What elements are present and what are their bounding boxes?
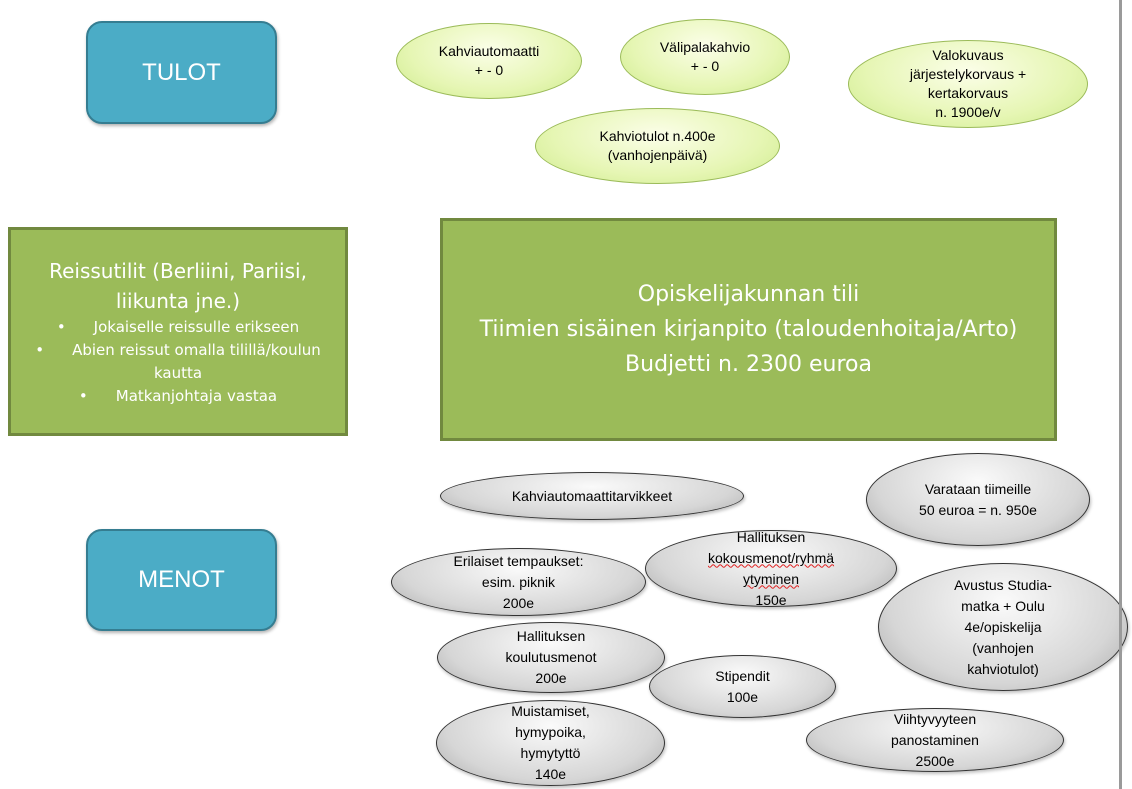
line: koulutusmenot: [505, 649, 597, 665]
income-header: TULOT: [86, 21, 277, 124]
main-line: Tiimien sisäinen kirjanpito (taloudenhoi…: [479, 317, 1018, 342]
page-edge-divider: [1119, 0, 1122, 789]
line: hymytyttö: [520, 745, 581, 761]
line: 200e: [535, 670, 567, 686]
main-line: Budjetti n. 2300 euroa: [625, 352, 872, 377]
expense-coffee-supplies: Kahviautomaattitarvikkeet: [440, 472, 744, 520]
line: Stipendit: [715, 667, 770, 684]
line: Hallituksen: [516, 628, 586, 644]
line: ytyminen: [742, 570, 800, 587]
line: esim. piknik: [481, 573, 556, 590]
line: hymypoika,: [515, 724, 586, 740]
expenses-header: MENOT: [86, 529, 277, 631]
line: Avustus Studia-: [954, 576, 1052, 593]
trip-accounts-box: Reissutilit (Berliini, Pariisi, liikunta…: [8, 227, 348, 436]
line: kahviotulot): [967, 660, 1039, 677]
income-label: TULOT: [142, 58, 221, 86]
line: Kahviautomaattitarvikkeet: [511, 487, 673, 504]
line: järjestelykorvaus +: [909, 66, 1027, 82]
line: 100e: [726, 688, 759, 705]
line: (vanhojen: [972, 639, 1034, 656]
line: Välipalakahvio: [659, 39, 751, 55]
trip-bullets: Jokaiselle reissulle erikseen Abien reis…: [11, 316, 345, 408]
expense-trip-grant: Avustus Studia-matka + Oulu 4e/opiskelija…: [878, 563, 1128, 691]
expense-team-reserve: Varataan tiimeille 50 euroa = n. 950e: [866, 453, 1090, 546]
line: + - 0: [474, 62, 504, 78]
line: + - 0: [690, 58, 720, 74]
line: n. 1900e/v: [935, 104, 1001, 120]
bullet-item: Matkanjohtaja vastaa: [79, 387, 277, 405]
expense-board-meetings: Hallituksen kokousmenot/ryhmä ytyminen 150e: [645, 528, 897, 608]
expense-scholarships: Stipendit 100e: [649, 655, 836, 718]
expense-gifts: Muistamiset, hymypoika, hymytyttö 140e: [436, 700, 665, 786]
line: Varataan tiimeille: [924, 480, 1032, 497]
line: 50 euroa = n. 950e: [919, 501, 1037, 518]
income-snack-cafe: Välipalakahvio + - 0: [620, 19, 790, 95]
line: Erilaiset tempaukset:: [453, 552, 584, 569]
income-coffee-machine: Kahviautomaatti + - 0: [396, 23, 582, 99]
line: Viihtyvyyteen: [893, 710, 977, 727]
line: 2500e: [915, 752, 955, 769]
expenses-label: MENOT: [138, 566, 225, 593]
line: Muistamiset,: [511, 703, 590, 719]
line: Valokuvaus: [932, 47, 1004, 63]
income-cafe-revenue: Kahviotulot n.400e (vanhojenpäivä): [535, 108, 780, 184]
line: 150e: [755, 591, 787, 608]
line: matka + Oulu: [961, 597, 1045, 614]
bullet-item: Jokaiselle reissulle erikseen: [57, 318, 299, 336]
line: Kahviautomaatti: [438, 43, 540, 59]
expense-board-training: Hallituksen koulutusmenot 200e: [437, 622, 665, 693]
line: Hallituksen: [736, 528, 806, 545]
line: 4e/opiskelija: [964, 618, 1042, 635]
line: kokousmenot/ryhmä: [707, 549, 835, 566]
bullet-item: Abien reissut omalla tilillä/koulun kaut…: [35, 341, 321, 382]
line: (vanhojenpäivä): [607, 147, 708, 163]
line: 200e: [502, 594, 535, 611]
expense-wellbeing: Viihtyvyyteen panostaminen 2500e: [806, 708, 1064, 772]
trip-title: Reissutilit (Berliini, Pariisi,: [49, 258, 307, 283]
expense-events: Erilaiset tempaukset: esim. piknik 200e: [391, 548, 646, 616]
main-line: Opiskelijakunnan tili: [637, 282, 860, 307]
line: 140e: [534, 766, 567, 782]
income-photography: Valokuvaus järjestelykorvaus + kertakorvau…: [848, 40, 1088, 128]
line: kertakorvaus: [927, 85, 1009, 101]
line: panostaminen: [891, 731, 979, 748]
line: Kahviotulot n.400e: [599, 128, 716, 144]
main-account-box: Opiskelijakunnan tili Tiimien sisäinen k…: [440, 218, 1057, 441]
trip-title: liikunta jne.): [115, 288, 241, 313]
